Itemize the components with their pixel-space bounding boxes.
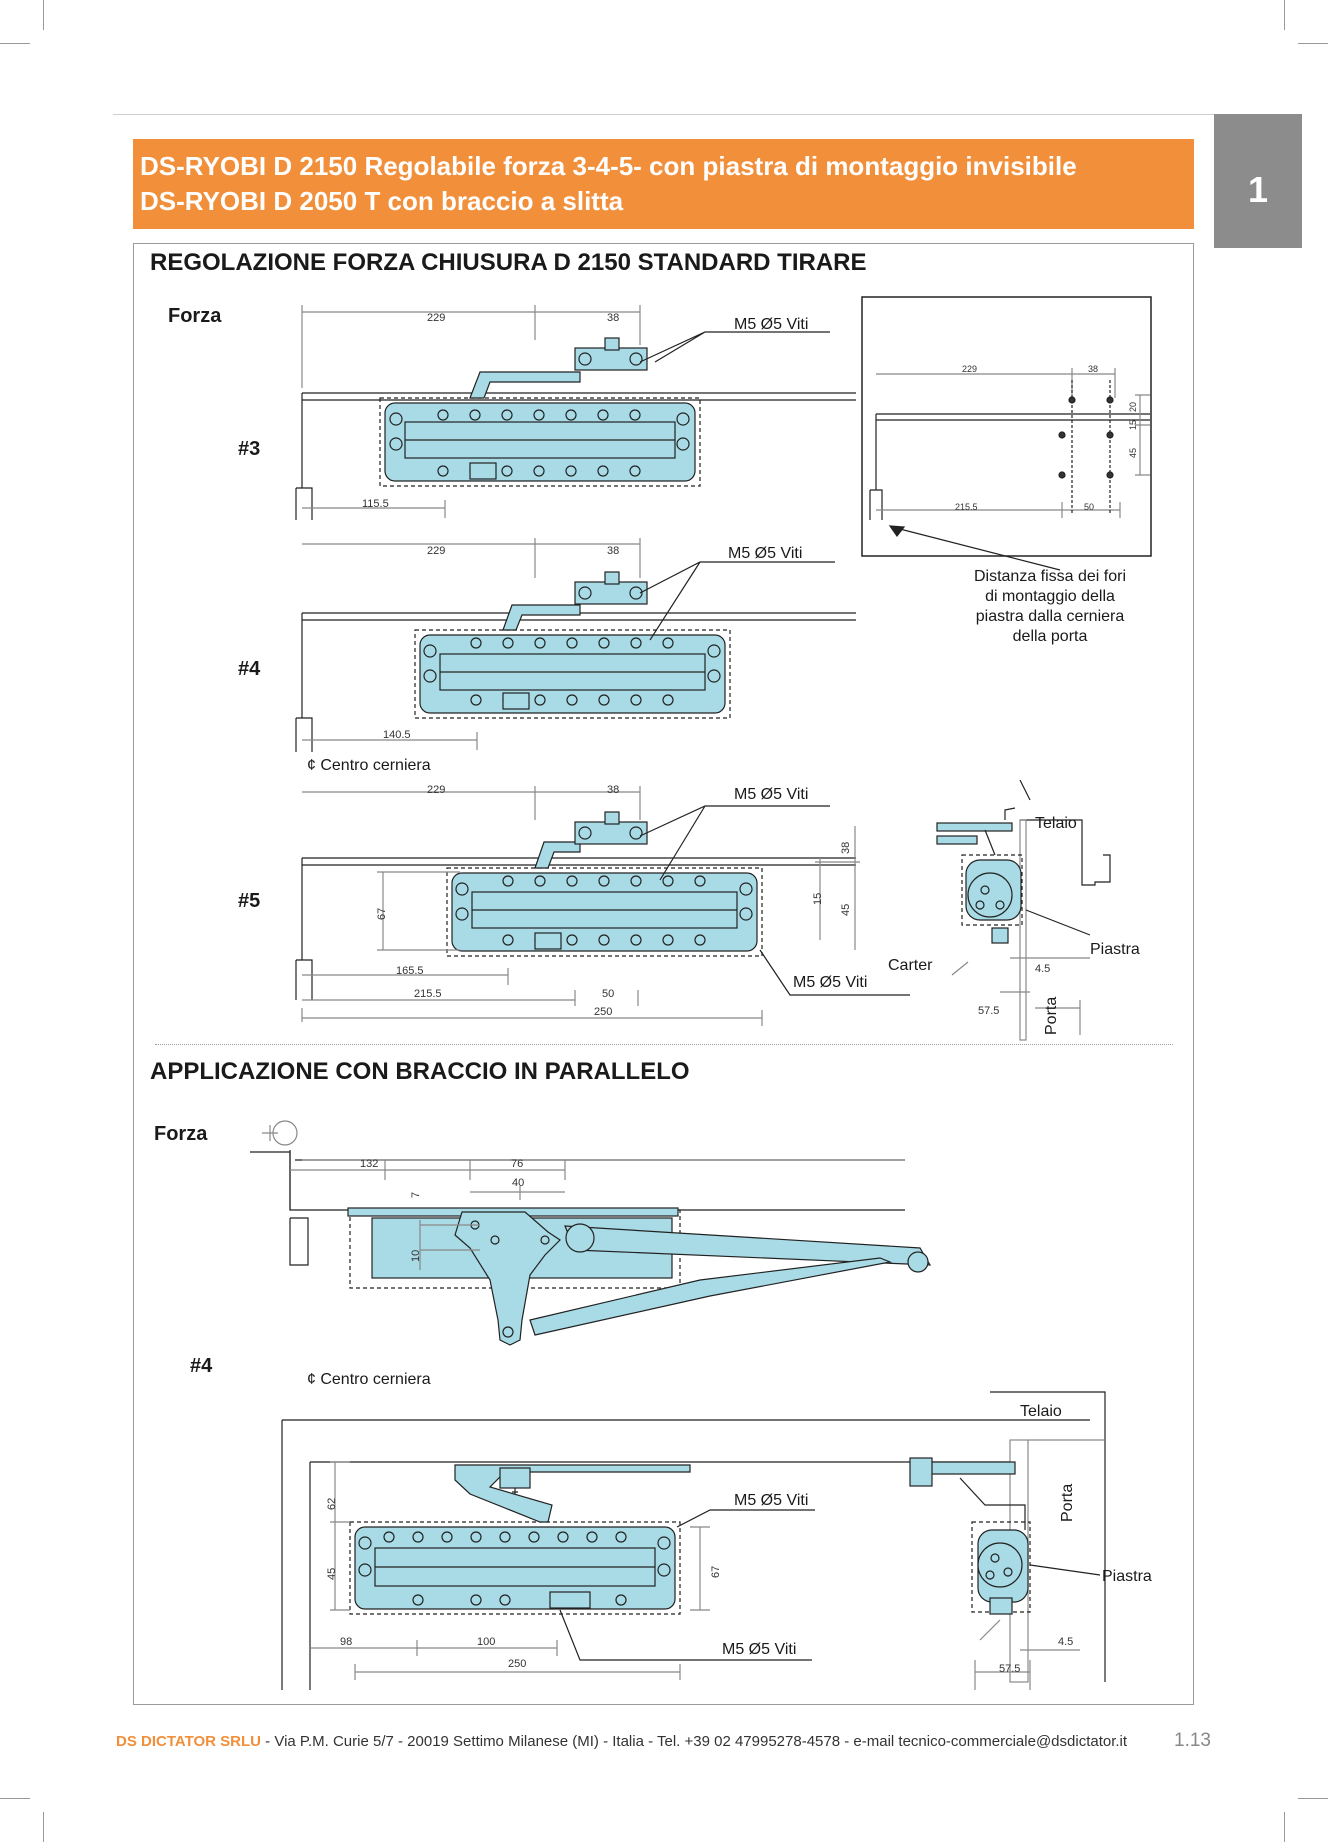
section-title-parallelo: APPLICAZIONE CON BRACCIO IN PARALLELO [150,1058,690,1085]
screws-label: M5 Ø5 Viti [728,545,803,562]
dim-38: 38 [607,545,620,557]
force-label-3: #3 [238,438,261,460]
header-title-line2: DS-RYOBI D 2050 T con braccio a slitta [140,186,624,216]
dim-98: 98 [340,1636,353,1648]
footer-address: - Via P.M. Curie 5/7 - 20019 Settimo Mil… [261,1733,1128,1750]
closer-drawing-3 [295,305,856,520]
force-label-5: #5 [238,890,261,912]
porta-label: Porta [1059,1483,1076,1522]
dim-40: 40 [512,1177,525,1189]
crop-mark [0,43,30,44]
dim-229: 229 [427,312,446,324]
telaio-label: Telaio [1035,815,1077,832]
telaio-label: Telaio [1020,1403,1062,1420]
crop-mark [1298,1798,1328,1799]
side-dim-575: 57.5 [978,1005,1000,1017]
centro-cerniera-label: ¢ Centro cerniera [307,1371,431,1388]
side-dim-45: 4.5 [1058,1636,1074,1648]
crop-mark [43,1812,44,1842]
inset-drawing [861,296,1152,571]
screws-label: M5 Ø5 Viti [734,316,809,333]
closer-drawing-4 [295,538,856,752]
dim-62: 62 [326,1497,338,1510]
footer-company: DS DICTATOR SRLU [116,1733,261,1750]
screws-label: M5 Ø5 Viti [734,786,809,803]
dim-1405: 140.5 [383,729,411,741]
dim-229: 229 [427,784,446,796]
piastra-label: Piastra [1090,941,1140,958]
chapter-number: 1 [1247,169,1269,210]
screws-label: M5 Ø5 Viti [793,974,868,991]
dim-67: 67 [376,907,388,920]
dim-1155: 115.5 [362,498,389,510]
dim-10: 10 [410,1249,422,1262]
header-title-line1: DS-RYOBI D 2150 Regolabile forza 3-4-5- … [140,151,1077,181]
top-rule [113,114,1300,115]
closer-drawing-parallel [281,1419,1090,1690]
dim-100: 100 [477,1636,496,1648]
inset-dim-15: 15 [1128,419,1138,430]
dim-45: 45 [326,1567,338,1580]
inset-dim-229: 229 [962,364,978,374]
side-view-top [936,779,1111,1041]
dim-250: 250 [508,1658,527,1670]
porta-label: Porta [1043,996,1060,1035]
section-title-regolazione: REGOLAZIONE FORZA CHIUSURA D 2150 STANDA… [150,249,867,276]
force-label-4: #4 [190,1355,213,1377]
piastra-label: Piastra [1102,1568,1152,1585]
screws-label: M5 Ø5 Viti [734,1492,809,1509]
content-frame [133,243,1194,1705]
centro-cerniera-label: ¢ Centro cerniera [307,757,431,774]
parallel-arm-drawing [250,1120,932,1346]
dim-76: 76 [511,1158,524,1170]
dim-38-vertical: 38 [840,841,852,854]
inset-dim-50: 50 [1084,502,1095,512]
side-view-bottom [909,1391,1106,1690]
dim-250: 250 [594,1006,613,1018]
dim-50: 50 [602,988,615,1000]
force-label-4: #4 [238,658,261,680]
dim-38: 38 [607,312,620,324]
crop-mark [1284,0,1285,30]
dim-67: 67 [710,1565,722,1578]
dim-229: 229 [427,545,446,557]
inset-dim-45: 45 [1128,447,1138,458]
dim-38: 38 [607,784,620,796]
section-separator [155,1044,1173,1045]
footer: DS DICTATOR SRLU - Via P.M. Curie 5/7 - … [116,1733,1127,1750]
chapter-tab: 1 [1214,114,1302,248]
crop-mark [1298,43,1328,44]
side-dim-45: 4.5 [1035,963,1051,975]
screws-label: M5 Ø5 Viti [722,1641,797,1658]
crop-mark [1284,1812,1285,1842]
closer-drawing-5 [295,786,910,1026]
inset-dim-38: 38 [1088,364,1099,374]
dim-2155: 215.5 [414,988,442,1000]
dim-132: 132 [360,1158,379,1170]
crop-mark [0,1798,30,1799]
inset-dim-20: 20 [1128,401,1138,412]
dim-7: 7 [410,1191,422,1198]
crop-mark [43,0,44,30]
side-dim-575: 57.5 [999,1663,1021,1675]
page-header: DS-RYOBI D 2150 Regolabile forza 3-4-5- … [133,139,1194,229]
forza-label: Forza [168,305,222,327]
dim-45: 45 [840,903,852,916]
forza-label: Forza [154,1123,208,1145]
carter-label: Carter [888,957,933,974]
inset-dim-2155: 215.5 [955,502,978,512]
page-number: 1.13 [1174,1730,1211,1751]
dim-15: 15 [812,892,824,905]
dim-1655: 165.5 [396,965,424,977]
mounting-note: Distanza fissa dei fori di montaggio del… [973,568,1127,645]
